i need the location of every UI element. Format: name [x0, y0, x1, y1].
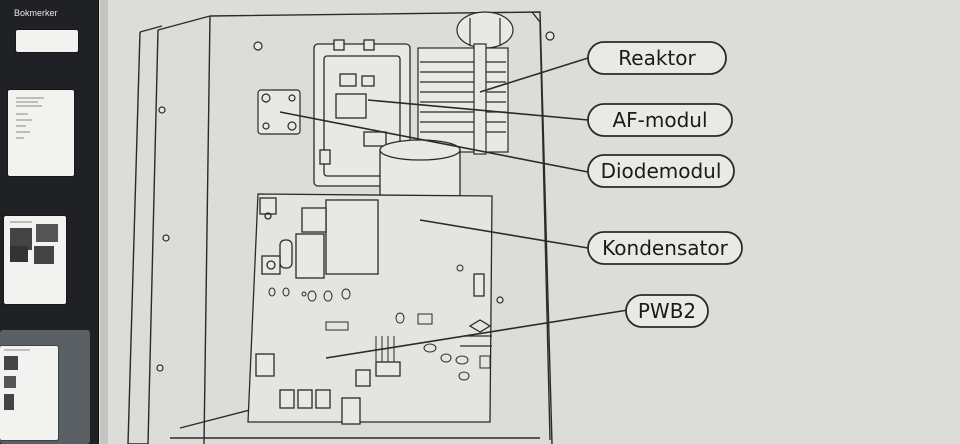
page-thumbnail-1[interactable]: [16, 30, 78, 52]
callout-pwb2: PWB2: [625, 294, 709, 328]
label-pwb2: PWB2: [638, 299, 696, 323]
page-thumbnail-3[interactable]: [4, 216, 66, 304]
label-reaktor: Reaktor: [618, 46, 696, 70]
pwb2-board[interactable]: [247, 193, 493, 425]
screws: [156, 31, 555, 372]
page-edge: [100, 0, 108, 444]
bookmarks-sidebar: Bokmerker: [0, 0, 99, 444]
sidebar-title: Bokmerker: [14, 8, 58, 18]
technical-diagram: Reaktor AF-modul Diodemodul Kondensator …: [100, 0, 960, 444]
reaktor-component: [417, 11, 514, 155]
callout-af-modul: AF-modul: [587, 103, 733, 137]
leader-lines: [279, 57, 629, 359]
thumbnail-text-preview: [16, 97, 44, 139]
label-kondensator: Kondensator: [602, 236, 728, 260]
callout-reaktor: Reaktor: [587, 41, 727, 75]
label-af-modul: AF-modul: [612, 108, 707, 132]
page-thumbnail-4[interactable]: [0, 346, 58, 440]
sidebar-header: Bokmerker: [0, 0, 118, 28]
callout-diodemodul: Diodemodul: [587, 154, 735, 188]
page-thumbnail-2[interactable]: [8, 90, 74, 176]
label-diodemodul: Diodemodul: [601, 159, 722, 183]
thumbnail-diagram-preview: [10, 221, 58, 264]
page-background: [100, 0, 960, 444]
thumbnail-diagram-preview: [4, 349, 30, 410]
diodemodul-component: [257, 89, 301, 135]
callout-kondensator: Kondensator: [587, 231, 743, 265]
document-viewer: Reaktor AF-modul Diodemodul Kondensator …: [100, 0, 960, 444]
